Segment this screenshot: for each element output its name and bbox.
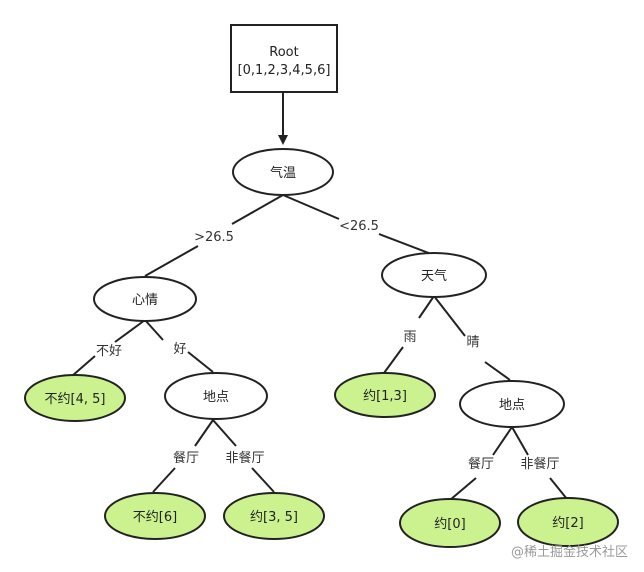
edge-weather-date13: [383, 295, 435, 374]
node-place-right: 地点: [459, 380, 565, 428]
edge-label-non-restaurant-right: 非餐厅: [520, 456, 559, 472]
edge-place-left-notdate6: [152, 419, 214, 493]
node-place-left-label: 地点: [203, 390, 229, 405]
leaf-date-2: 约[2]: [517, 497, 619, 547]
leaf-date-35-label: 约[3, 5]: [250, 510, 298, 525]
watermark: @稀土掘金技术社区: [511, 544, 628, 560]
root-label: Root: [269, 45, 298, 60]
edge-mood-notdate: [71, 319, 146, 377]
edge-label-restaurant-right: 餐厅: [468, 456, 494, 472]
node-place-left: 地点: [164, 372, 268, 420]
edge-label-lt: <26.5: [339, 219, 379, 234]
leaf-date-0-label: 约[0]: [434, 517, 465, 532]
edge-label-good-mood: 好: [173, 342, 186, 357]
node-place-right-label: 地点: [499, 398, 525, 413]
leaf-not-date-45: 不约[4, 5]: [24, 374, 126, 422]
leaf-not-date-6-label: 不约[6]: [133, 510, 177, 525]
edge-temp-weather: [282, 194, 435, 256]
edge-label-non-restaurant-left: 非餐厅: [225, 450, 264, 466]
node-weather-label: 天气: [421, 268, 447, 284]
edge-label-bad-mood: 不好: [96, 344, 122, 359]
edge-place-left-date35: [212, 419, 275, 493]
edge-temp-mood: [144, 194, 284, 277]
edge-mood-place: [144, 319, 214, 373]
leaf-not-date-45-label: 不约[4, 5]: [45, 392, 106, 407]
edge-weather-place: [433, 295, 511, 381]
leaf-date-35: 约[3, 5]: [223, 492, 325, 540]
node-mood: 心情: [93, 276, 197, 322]
leaf-date-13-label: 约[1,3]: [363, 389, 407, 404]
node-mood-label: 心情: [132, 293, 158, 308]
edge-place-right-date2: [511, 426, 568, 500]
root-indices: [0,1,2,3,4,5,6]: [238, 63, 331, 78]
root-node: Root [0,1,2,3,4,5,6]: [230, 24, 338, 93]
leaf-date-13: 约[1,3]: [334, 372, 436, 418]
node-temp: 气温: [232, 148, 334, 196]
edge-label-restaurant-left: 餐厅: [173, 450, 199, 466]
leaf-not-date-6: 不约[6]: [104, 492, 206, 540]
edge-label-gt: >26.5: [194, 230, 234, 245]
leaf-date-2-label: 约[2]: [552, 516, 583, 531]
leaf-date-0: 约[0]: [399, 498, 501, 548]
edge-label-sunny: 晴: [466, 335, 479, 350]
edge-place-right-date0: [449, 426, 513, 501]
node-weather: 天气: [381, 252, 487, 298]
node-temp-label: 气温: [270, 165, 296, 181]
edge-label-rain: 雨: [403, 330, 416, 345]
